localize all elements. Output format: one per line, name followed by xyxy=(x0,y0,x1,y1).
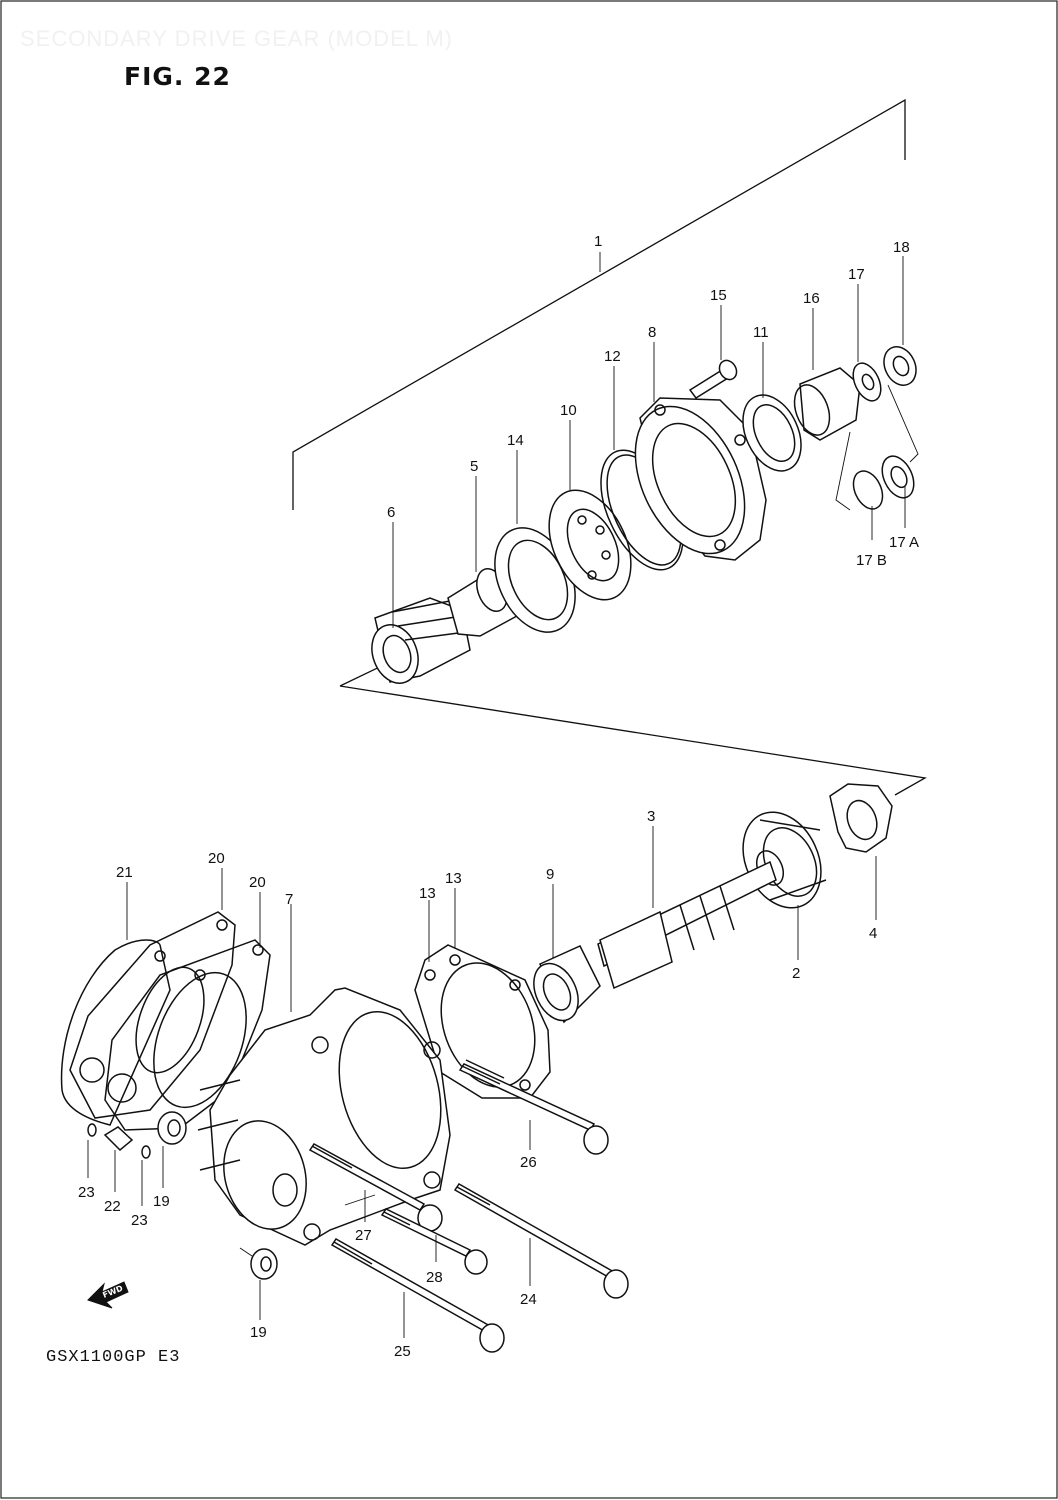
callout-12: 12 xyxy=(604,348,621,365)
callout-17a: 17 A xyxy=(889,534,919,551)
figure-title: FIG. 22 xyxy=(124,62,231,91)
callout-3: 3 xyxy=(647,808,655,825)
callout-23-left: 23 xyxy=(78,1184,95,1201)
part-11-oil-seal xyxy=(742,394,802,472)
part-6-damper-spring xyxy=(371,597,471,684)
part-7-gear-case xyxy=(197,987,451,1246)
part-28-bolt xyxy=(380,1208,488,1275)
callout-13-top: 13 xyxy=(445,870,462,887)
callout-5: 5 xyxy=(470,458,478,475)
part-4-yoke xyxy=(829,783,893,853)
part-27-bolt xyxy=(308,1143,443,1232)
part-23-washer-right xyxy=(141,1145,151,1159)
callout-21: 21 xyxy=(116,864,133,881)
callout-19-lower: 19 xyxy=(250,1324,267,1341)
part-17b-o-ring xyxy=(852,470,884,510)
callout-17: 17 xyxy=(848,266,865,283)
callout-16: 16 xyxy=(803,290,820,307)
callout-26: 26 xyxy=(520,1154,537,1171)
callout-18: 18 xyxy=(893,239,910,256)
callout-28: 28 xyxy=(426,1269,443,1286)
assembly-guide-lines xyxy=(339,661,927,796)
callout-2: 2 xyxy=(792,965,800,982)
model-code: GSX1100GP E3 xyxy=(46,1348,181,1367)
part-10-ball-bearing xyxy=(548,489,632,601)
callout-13-bottom: 13 xyxy=(419,885,436,902)
part-3-drive-shaft xyxy=(597,860,777,990)
bolt-guide xyxy=(344,1194,376,1206)
callout-15: 15 xyxy=(710,287,727,304)
callout-27: 27 xyxy=(355,1227,372,1244)
callout-7: 7 xyxy=(285,891,293,908)
callout-20-top: 20 xyxy=(208,850,225,867)
part-8-gear-housing xyxy=(634,397,767,561)
callout-8: 8 xyxy=(648,324,656,341)
part-9-needle-bearing xyxy=(533,945,601,1024)
part-19-damper-upper xyxy=(157,1111,187,1145)
callout-23-right: 23 xyxy=(131,1212,148,1229)
callout-10: 10 xyxy=(560,402,577,419)
callout-labels: 1 18 17 15 16 11 8 12 10 14 5 6 17 A 17 … xyxy=(78,233,919,1360)
callout-22: 22 xyxy=(104,1198,121,1215)
part-24-bolt xyxy=(453,1183,629,1299)
part-21-gasket xyxy=(60,939,171,1126)
callout-1: 1 xyxy=(594,233,602,250)
damper-guide xyxy=(239,1247,253,1257)
variant-bracket-left xyxy=(835,431,851,511)
variant-bracket-right xyxy=(887,384,919,463)
callout-4: 4 xyxy=(869,925,877,942)
part-2-bevel-gear xyxy=(742,811,827,909)
part-26-bolt xyxy=(458,1059,609,1155)
callout-24: 24 xyxy=(520,1291,537,1308)
part-18-nut xyxy=(883,346,917,386)
callout-14: 14 xyxy=(507,432,524,449)
part-20-gasket-outer xyxy=(69,911,236,1119)
callout-11: 11 xyxy=(753,324,769,341)
assembly-bracket xyxy=(292,98,906,510)
leader-lines xyxy=(87,256,906,1338)
callout-19-upper: 19 xyxy=(153,1193,170,1210)
part-23-washer-left xyxy=(87,1123,97,1137)
callout-9: 9 xyxy=(546,866,554,883)
part-20-gasket-inner xyxy=(104,939,271,1131)
callout-20-bottom: 20 xyxy=(249,874,266,891)
callout-6: 6 xyxy=(387,504,395,521)
callout-17b: 17 B xyxy=(856,552,887,569)
part-13-gasket-front xyxy=(414,944,551,1099)
part-17-washer xyxy=(852,362,882,402)
part-22-dowel-pin xyxy=(103,1126,134,1152)
part-16-coupling xyxy=(793,367,861,441)
part-15-bolt xyxy=(688,359,738,400)
ghost-header-text: SECONDARY DRIVE GEAR (MODEL M) xyxy=(20,26,453,51)
callout-25: 25 xyxy=(394,1343,411,1360)
part-19-damper-lower xyxy=(250,1248,278,1280)
part-25-bolt xyxy=(330,1238,505,1353)
part-17a-washer xyxy=(881,455,915,499)
forward-arrow-icon: FWD xyxy=(87,1281,129,1309)
